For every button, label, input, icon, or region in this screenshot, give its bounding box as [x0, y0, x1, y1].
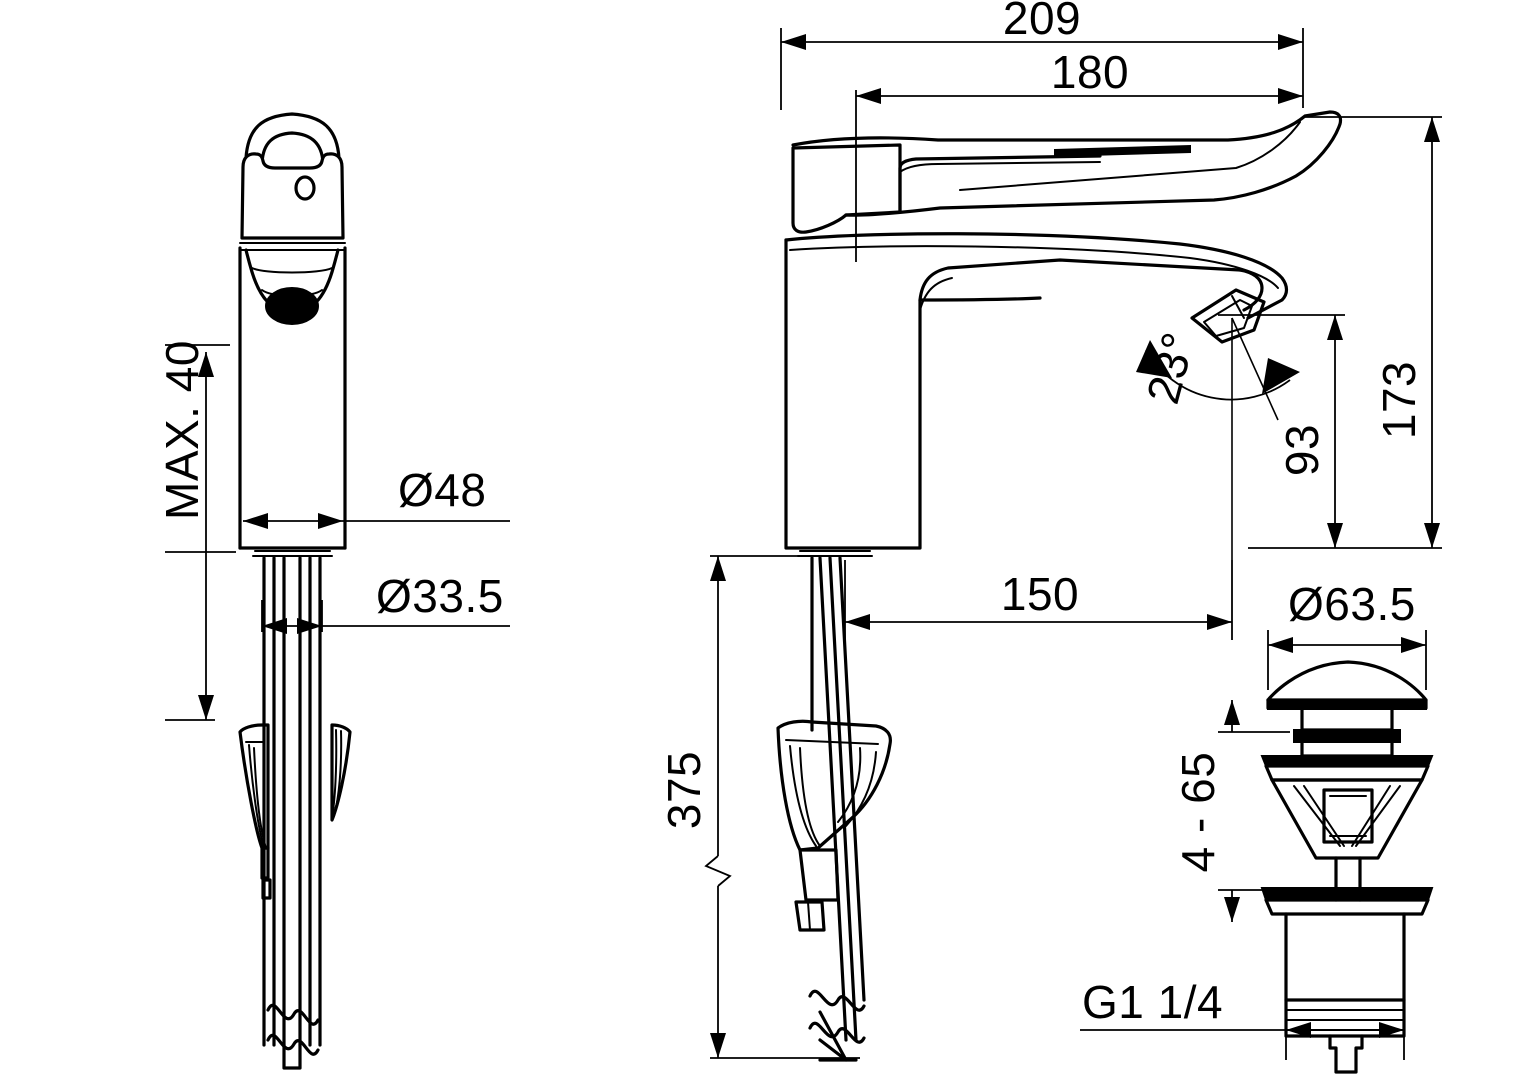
dim-209	[780, 28, 1304, 110]
front-view-group	[165, 112, 510, 1070]
waste-cap	[1266, 660, 1428, 702]
label-4-65: 4 - 65	[1172, 752, 1224, 873]
dim-g1-1-4	[1080, 1006, 1405, 1060]
dimension-labels: MAX. 40 Ø48 Ø33.5 209 180 173 93 23° 150…	[156, 0, 1425, 1028]
break-symbol-side	[808, 989, 866, 1044]
mounting-shank-side	[797, 550, 873, 1042]
waste-pin	[1328, 1034, 1364, 1074]
waste-stem-upper	[1300, 707, 1394, 732]
label-180: 180	[1051, 46, 1129, 98]
drain-detail-group	[1080, 630, 1434, 1074]
fixing-bracket-side	[776, 719, 892, 932]
label-173: 173	[1373, 361, 1425, 439]
dim-180	[855, 88, 1303, 262]
label-209: 209	[1003, 0, 1081, 44]
break-symbol-front	[266, 1003, 320, 1056]
cap-housing	[240, 152, 345, 240]
fixing-bracket-front	[238, 723, 352, 900]
dim-dia635	[1267, 630, 1427, 690]
dim-375	[704, 555, 860, 1059]
dim-150	[844, 560, 1233, 650]
label-150: 150	[1001, 568, 1079, 620]
label-375: 375	[658, 751, 710, 829]
lever-handle-front	[244, 112, 341, 165]
aerator-front	[265, 287, 319, 325]
label-dia48: Ø48	[398, 464, 486, 516]
label-93: 93	[1276, 424, 1328, 476]
dim-4-65	[1218, 700, 1290, 922]
label-dia635: Ø63.5	[1288, 578, 1416, 630]
mounting-shank-front	[252, 550, 333, 1047]
dim-max40	[165, 344, 236, 721]
label-max40: MAX. 40	[156, 340, 208, 520]
dim-173	[1248, 116, 1442, 549]
indicator-hole	[294, 175, 316, 201]
dim-93	[1218, 314, 1345, 548]
lever-handle-side	[791, 110, 1343, 234]
dim-23-deg	[1136, 317, 1300, 560]
side-view-group	[704, 28, 1442, 1062]
label-dia335: Ø33.5	[376, 570, 504, 622]
label-23deg: 23°	[1136, 327, 1205, 409]
label-g1-1-4: G1 1/4	[1082, 976, 1223, 1028]
waste-lower-body	[1284, 912, 1406, 1038]
tap-body-side	[784, 232, 1289, 550]
body-front	[238, 246, 347, 550]
waste-strainer-body	[1270, 778, 1424, 860]
dim-dia335	[261, 600, 510, 634]
